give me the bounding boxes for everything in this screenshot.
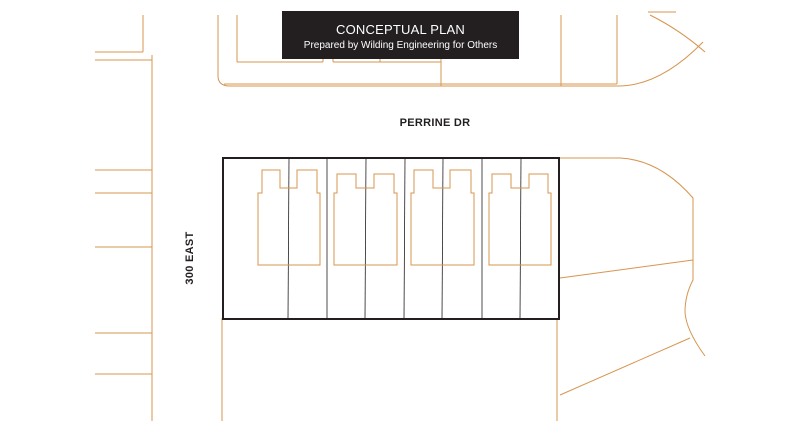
west-parcel-lines <box>95 15 153 421</box>
building-footprint-4 <box>488 173 552 266</box>
building-footprint-3 <box>410 169 475 266</box>
east-parcel-lines <box>221 157 706 421</box>
building-footprints <box>257 169 552 266</box>
building-footprint-2 <box>333 173 398 266</box>
lot-subdivision <box>222 157 560 320</box>
street-label-perrine: PERRINE DR <box>399 117 471 129</box>
building-footprint-1 <box>257 169 321 266</box>
street-label-300-east: 300 EAST <box>184 231 196 285</box>
plan-title: CONCEPTUAL PLAN <box>336 22 465 37</box>
plan-subtitle: Prepared by Wilding Engineering for Othe… <box>303 40 498 51</box>
plan-title-block: CONCEPTUAL PLAN Prepared by Wilding Engi… <box>282 11 519 59</box>
